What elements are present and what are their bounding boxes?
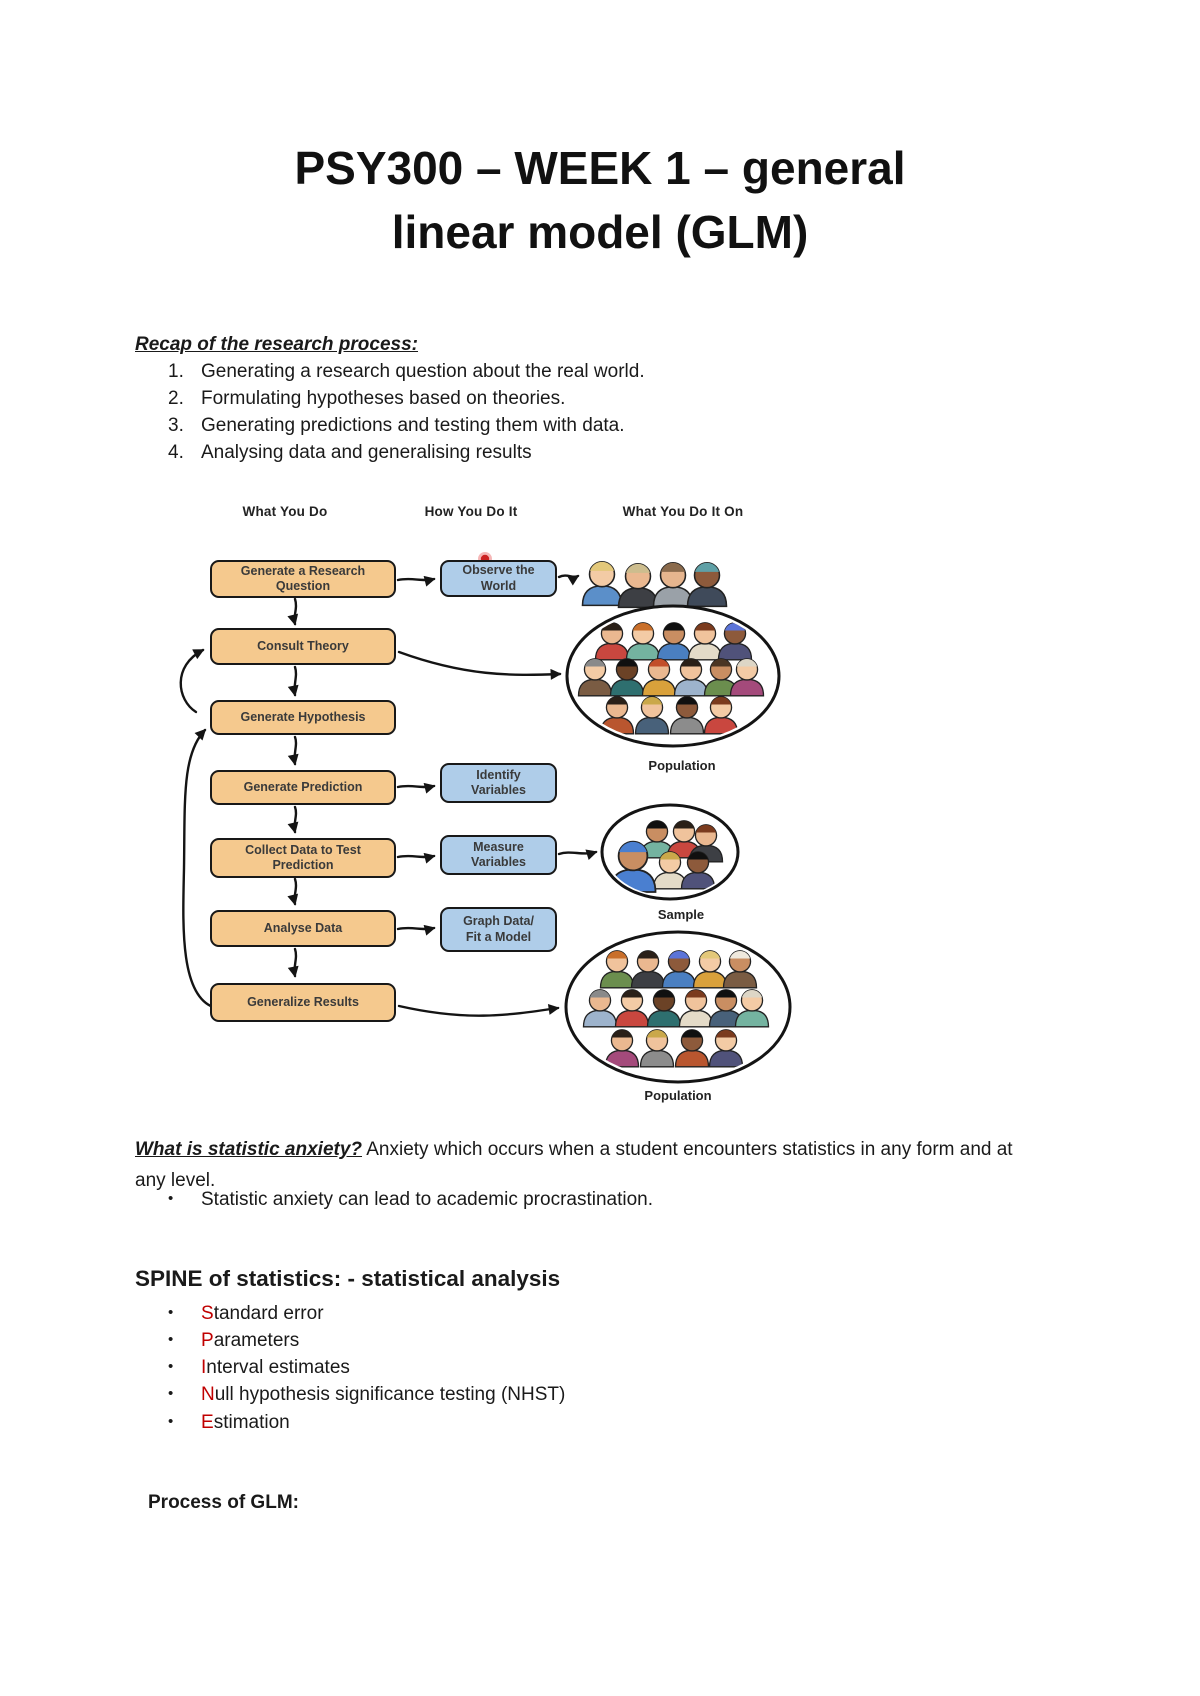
diagram-header-how-you-do-it: How You Do It xyxy=(424,504,518,519)
diagram-header-what-you-do-it-on: What You Do It On xyxy=(622,504,744,519)
spine-item: • Standard error xyxy=(168,1303,324,1325)
list-text: Generating a research question about the… xyxy=(201,361,645,382)
flow-box-graph-data-fit-model: Graph Data/ Fit a Model xyxy=(440,907,557,952)
anxiety-paragraph: What is statistic anxiety? Anxiety which… xyxy=(135,1134,1047,1196)
page-title-line2: linear model (GLM) xyxy=(391,206,809,258)
population-top-ellipse xyxy=(565,604,781,748)
sample-illustration xyxy=(609,819,724,894)
recap-item: 3. Generating predictions and testing th… xyxy=(168,415,625,437)
spine-item: • Estimation xyxy=(168,1412,290,1434)
spine-item-text: Standard error xyxy=(201,1303,324,1324)
spine-heading: SPINE of statistics: - statistical analy… xyxy=(135,1266,561,1291)
list-number: 3. xyxy=(168,415,184,436)
flow-box-generalize-results: Generalize Results xyxy=(210,983,396,1022)
sample-label: Sample xyxy=(657,907,705,922)
bullet-icon: • xyxy=(168,1331,174,1348)
flow-box-collect-data: Collect Data to Test Prediction xyxy=(210,838,396,878)
flow-box-identify-variables: Identify Variables xyxy=(440,763,557,803)
list-number: 2. xyxy=(168,388,184,409)
bullet-icon: • xyxy=(168,1413,174,1430)
list-number: 4. xyxy=(168,442,184,463)
diagram-header-what-you-do: What You Do xyxy=(242,504,328,519)
spine-item: • Parameters xyxy=(168,1330,299,1352)
list-text: Generating predictions and testing them … xyxy=(201,415,625,436)
anxiety-bullet: • Statistic anxiety can lead to academic… xyxy=(168,1189,653,1211)
bullet-text: Statistic anxiety can lead to academic p… xyxy=(201,1189,654,1210)
anxiety-body: Anxiety which occurs when a student enco… xyxy=(135,1139,1013,1191)
spine-item: • Null hypothesis significance testing (… xyxy=(168,1384,565,1406)
list-text: Formulating hypotheses based on theories… xyxy=(201,388,566,409)
sample-ellipse xyxy=(600,803,740,901)
spine-item-text: Null hypothesis significance testing (NH… xyxy=(201,1384,566,1405)
population-bottom-ellipse xyxy=(564,930,792,1084)
population-top-illustration xyxy=(577,621,765,735)
recap-item: 4. Analysing data and generalising resul… xyxy=(168,442,532,464)
list-text: Analysing data and generalising results xyxy=(201,442,532,463)
population-top-label: Population xyxy=(648,758,716,773)
flow-box-observe-the-world: Observe the World xyxy=(440,560,557,597)
flow-box-consult-theory: Consult Theory xyxy=(210,628,396,665)
bullet-icon: • xyxy=(168,1385,174,1402)
bullet-icon: • xyxy=(168,1304,174,1321)
population-bottom-label: Population xyxy=(644,1088,712,1103)
flow-arrows xyxy=(179,574,598,1017)
flow-box-analyse-data: Analyse Data xyxy=(210,910,396,947)
spine-item-text: Interval estimates xyxy=(201,1357,350,1378)
bullet-icon: • xyxy=(168,1190,174,1207)
recap-item: 2. Formulating hypotheses based on theor… xyxy=(168,388,565,410)
recap-item: 1. Generating a research question about … xyxy=(168,361,645,383)
flow-box-generate-research-question: Generate a Research Question xyxy=(210,560,396,598)
anxiety-lead: What is statistic anxiety? xyxy=(135,1139,363,1160)
bullet-icon: • xyxy=(168,1358,174,1375)
flow-box-generate-prediction: Generate Prediction xyxy=(210,770,396,805)
research-process-diagram: What You Do How You Do It What You Do It… xyxy=(165,500,805,1115)
spine-item-text: Estimation xyxy=(201,1412,290,1433)
spine-item: • Interval estimates xyxy=(168,1357,350,1379)
flow-box-measure-variables: Measure Variables xyxy=(440,835,557,875)
process-glm-heading: Process of GLM: xyxy=(148,1492,299,1513)
page-title-line1: PSY300 – WEEK 1 – general xyxy=(294,142,906,194)
spine-item-text: Parameters xyxy=(201,1330,300,1351)
flow-box-generate-hypothesis: Generate Hypothesis xyxy=(210,700,396,735)
recap-heading: Recap of the research process: xyxy=(135,334,419,355)
list-number: 1. xyxy=(168,361,184,382)
population-bottom-illustration xyxy=(582,949,770,1068)
page-title: PSY300 – WEEK 1 – general linear model (… xyxy=(0,136,1200,264)
individuals-illustration xyxy=(581,560,728,609)
